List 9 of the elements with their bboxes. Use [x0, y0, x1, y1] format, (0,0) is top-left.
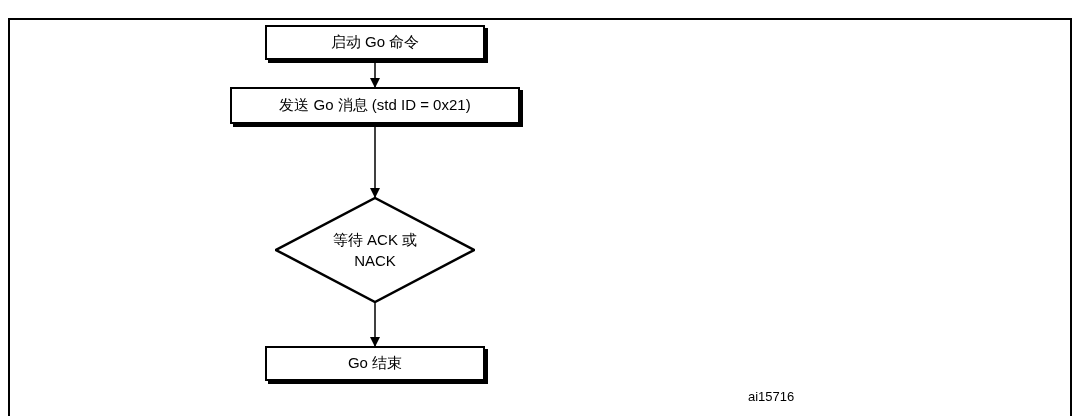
- arrow: [370, 61, 380, 88]
- decision-diamond: [275, 197, 475, 303]
- process-box: Go 结束: [265, 346, 485, 381]
- process-box: 发送 Go 消息 (std ID = 0x21): [230, 87, 520, 124]
- arrow: [370, 125, 380, 198]
- decision-text: 等待 ACK 或 NACK: [331, 230, 419, 271]
- process-box: 启动 Go 命令: [265, 25, 485, 60]
- figure-id: ai15716: [748, 389, 795, 404]
- arrow: [370, 302, 380, 347]
